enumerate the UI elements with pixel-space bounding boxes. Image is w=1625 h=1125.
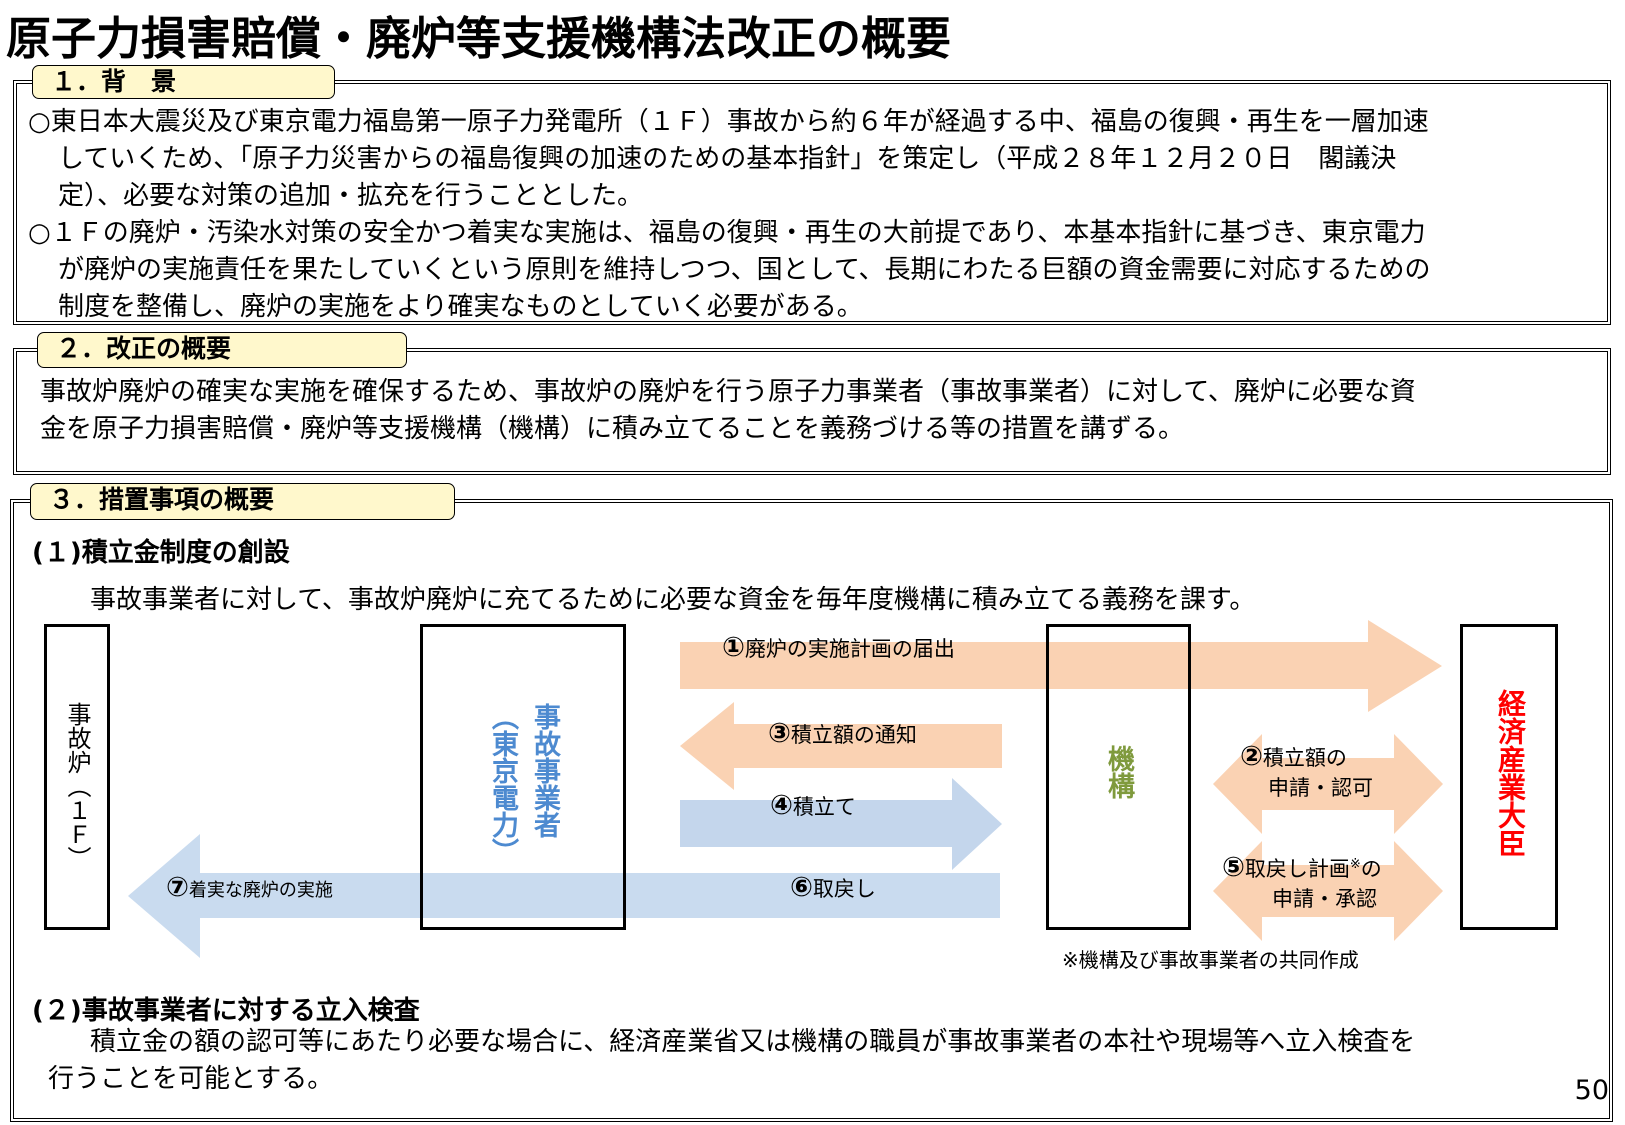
organization-box: 機構 — [1046, 624, 1191, 930]
bullet-mark: ○ — [28, 218, 51, 248]
arrow-7-steady-decommissioning — [128, 834, 1000, 958]
step-text: 着実な廃炉の実施 — [188, 880, 333, 901]
step-number: ② — [1240, 741, 1263, 772]
paragraph-line: が廃炉の実施責任を果たしていくという原則を維持しつつ、国として、長期にわたる巨額… — [58, 255, 1431, 285]
operator-label: 事故事業者 — [529, 703, 560, 838]
operator-sub-label: （東京電力） — [487, 703, 518, 865]
paragraph-line: 制度を整備し、廃炉の実施をより確実なものとしていく必要がある。 — [58, 292, 863, 322]
step-text: 廃炉の実施計画の届出 — [744, 637, 955, 661]
step-text: 取戻し計画 — [1244, 857, 1350, 881]
paragraph-line: 行うことを可能とする。 — [48, 1064, 334, 1094]
paragraph-line: 東日本大震災及び東京電力福島第一原子力発電所（１Ｆ）事故から約６年が経過する中、… — [50, 107, 1429, 137]
paragraph-line: 定）、必要な対策の追加・拡充を行うこととした。 — [58, 181, 644, 211]
step-number: ⑥ — [790, 872, 813, 903]
section-background-frame — [13, 80, 1611, 325]
paragraph-line: していくため、「原子力災害からの福島復興の加速のための基本指針」を策定し（平成２… — [58, 144, 1397, 174]
page-number: 50 — [1574, 1075, 1609, 1106]
step-number: ④ — [770, 790, 793, 821]
step-number: ① — [722, 632, 745, 663]
section-amendment-text: 事故炉廃炉の確実な実施を確保するため、事故炉の廃炉を行う原子力事業者（事故事業者… — [40, 374, 1416, 448]
step-number: ⑦ — [166, 872, 189, 903]
reactor-box: 事故炉（１Ｆ） — [44, 624, 110, 930]
subsection-2-text: 積立金の額の認可等にあたり必要な場合に、経済産業省又は機構の職員が事故事業者の本… — [48, 1024, 1415, 1098]
paragraph-line: 積立金の額の認可等にあたり必要な場合に、経済産業省又は機構の職員が事故事業者の本… — [90, 1027, 1416, 1057]
paragraph-line: １Ｆの廃炉・汚染水対策の安全かつ着実な実施は、福島の復興・再生の大前提であり、本… — [50, 218, 1426, 248]
organization-label: 機構 — [1103, 745, 1134, 799]
step-text: 積立額の — [1262, 746, 1347, 770]
arrow-3-amount-notification — [680, 702, 1002, 790]
bullet-paragraph-1: ○東日本大震災及び東京電力福島第一原子力発電所（１Ｆ）事故から約６年が経過する中… — [28, 104, 1431, 141]
step-number: ③ — [768, 718, 791, 749]
section-amendment-tab: ２．改正の概要 — [37, 332, 407, 368]
step-text-tail: の — [1360, 857, 1382, 881]
step-text: 積立額の通知 — [790, 723, 917, 747]
subsection-1-text: 事故事業者に対して、事故炉廃炉に充てるために必要な資金を毎年度機構に積み立てる義… — [90, 585, 1256, 615]
footnote-mark: ※ — [1349, 857, 1361, 872]
page-title: 原子力損害賠償・廃炉等支援機構法改正の概要 — [6, 12, 952, 65]
reactor-label: 事故炉（１Ｆ） — [63, 702, 91, 870]
step-number: ⑤ — [1222, 852, 1245, 883]
arrow-1-label: ①廃炉の実施計画の届出 — [722, 632, 955, 663]
step-text: 積立て — [792, 795, 856, 819]
section-background-text: ○東日本大震災及び東京電力福島第一原子力発電所（１Ｆ）事故から約６年が経過する中… — [28, 104, 1431, 326]
arrow-3-label: ③積立額の通知 — [768, 718, 917, 749]
arrow-5-withdrawal-plan — [1213, 841, 1443, 941]
arrow-5-label: ⑤取戻し計画※の 申請・承認 — [1222, 850, 1382, 914]
arrow-2-application-approval — [1213, 734, 1443, 834]
arrow-4-deposit — [680, 778, 1002, 870]
arrow-4-label: ④積立て — [770, 790, 856, 821]
paragraph-line: 金を原子力損害賠償・廃炉等支援機構（機構）に積み立てることを義務づける等の措置を… — [40, 414, 1185, 444]
subsection-2-heading: (２)事故事業者に対する立入検査 — [32, 996, 420, 1026]
arrow-2-label: ②積立額の 申請・認可 — [1240, 742, 1373, 803]
subsection-1-heading: (１)積立金制度の創設 — [32, 538, 290, 568]
step-text: 取戻し — [812, 877, 876, 901]
section-amendment-frame — [13, 348, 1611, 475]
bullet-mark: ○ — [28, 107, 51, 137]
step-text-line2: 申請・認可 — [1268, 776, 1373, 800]
operator-box: （東京電力） 事故事業者 — [420, 624, 626, 930]
arrow-6-label: ⑥取戻し — [790, 872, 876, 903]
arrow-1-plan-notification — [680, 620, 1442, 712]
bullet-paragraph-2: ○１Ｆの廃炉・汚染水対策の安全かつ着実な実施は、福島の復興・再生の大前提であり、… — [28, 215, 1431, 252]
section-measures-frame — [10, 499, 1613, 1122]
minister-label: 経済産業大臣 — [1494, 689, 1527, 857]
diagram-footnote: ※機構及び事故事業者の共同作成 — [1062, 948, 1359, 972]
section-background-tab: １．背 景 — [32, 65, 335, 99]
paragraph-line: 事故炉廃炉の確実な実施を確保するため、事故炉の廃炉を行う原子力事業者（事故事業者… — [40, 377, 1416, 407]
minister-box: 経済産業大臣 — [1460, 624, 1558, 930]
step-text-line2: 申請・承認 — [1272, 887, 1377, 911]
arrow-7-label: ⑦着実な廃炉の実施 — [166, 872, 333, 903]
section-measures-tab: ３．措置事項の概要 — [30, 483, 455, 520]
